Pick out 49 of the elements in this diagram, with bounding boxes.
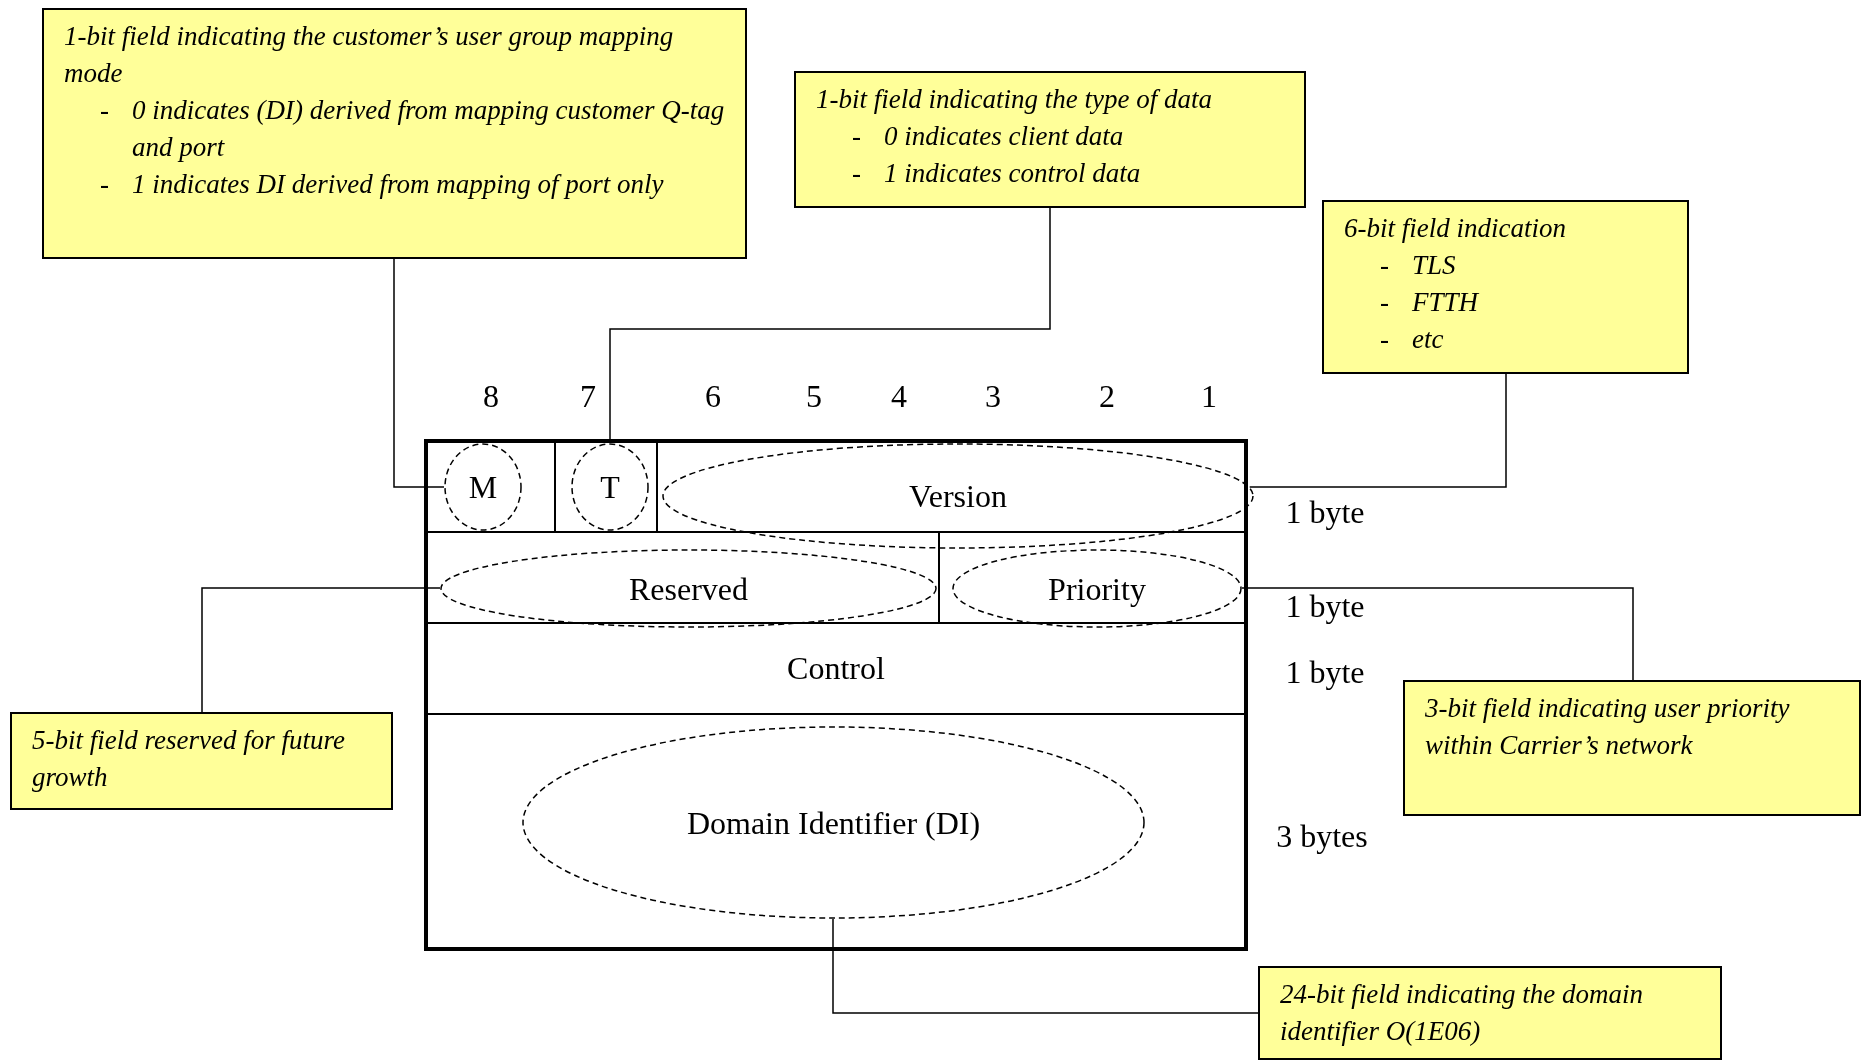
callout-heading: 6-bit field indication [1344,212,1567,245]
bit-number: 3 [985,380,1001,412]
leader-line [201,587,441,713]
callout-box [1258,966,1722,1060]
callout-box [1403,680,1861,816]
callout-box [794,71,1306,208]
dashed-ellipse [440,549,937,628]
byte-size-label: 1 byte [1285,590,1365,622]
bit-number: 5 [806,380,822,412]
bullet-item: - TLS [1379,249,1457,282]
bullet-item: - 0 indicates client data [851,120,1125,153]
callout-heading: 1-bit field indicating the customer’s user group mapping mode [64,20,675,90]
byte-size-label: 3 bytes [1276,820,1368,852]
callout-heading: 5-bit field reserved for future growth [32,724,346,794]
leader-line [1241,587,1634,681]
field-name: Reserved [628,572,749,605]
byte-size-label: 1 byte [1285,656,1365,688]
bullet-item: - etc [1379,323,1445,356]
bullet-item: - 1 indicates control data [851,157,1142,190]
field-name: Control [787,652,885,684]
bit-number: 4 [891,380,907,412]
dashed-ellipse [571,443,649,531]
field-name: M [468,471,498,503]
leader-line [1248,373,1507,488]
bit-number: 2 [1099,380,1115,412]
bit-number: 8 [483,380,499,412]
callout-heading: 3-bit field indicating user priority within Carrier’s network [1425,692,1791,762]
leader-line [832,918,1259,1014]
bit-number: 6 [705,380,721,412]
bullet-item: - FTTH [1379,286,1480,319]
field-name: Version [909,480,1007,512]
dashed-ellipse [662,443,1254,549]
dashed-ellipse [952,549,1242,628]
field-name: Domain Identifier (DI) [686,806,981,839]
bit-number: 7 [580,380,596,412]
callout-heading: 24-bit field indicating the domain identifier O(1E06) [1280,978,1644,1048]
dashed-ellipse [522,726,1145,919]
bit-number: 1 [1201,380,1217,412]
field-name: T [600,471,620,503]
leader-line [393,258,445,488]
callout-box [1322,200,1689,374]
bullet-item: - 0 indicates (DI) derived from mapping customer Q-tag and port [99,94,725,164]
dashed-ellipse [444,443,522,531]
byte-size-label: 1 byte [1285,496,1365,528]
bullet-item: - 1 indicates DI derived from mapping of port only [99,168,665,201]
field-name: Priority [1048,572,1146,605]
callout-heading: 1-bit field indicating the type of data [816,83,1213,116]
callout-box [42,8,747,259]
callout-box [10,712,393,810]
